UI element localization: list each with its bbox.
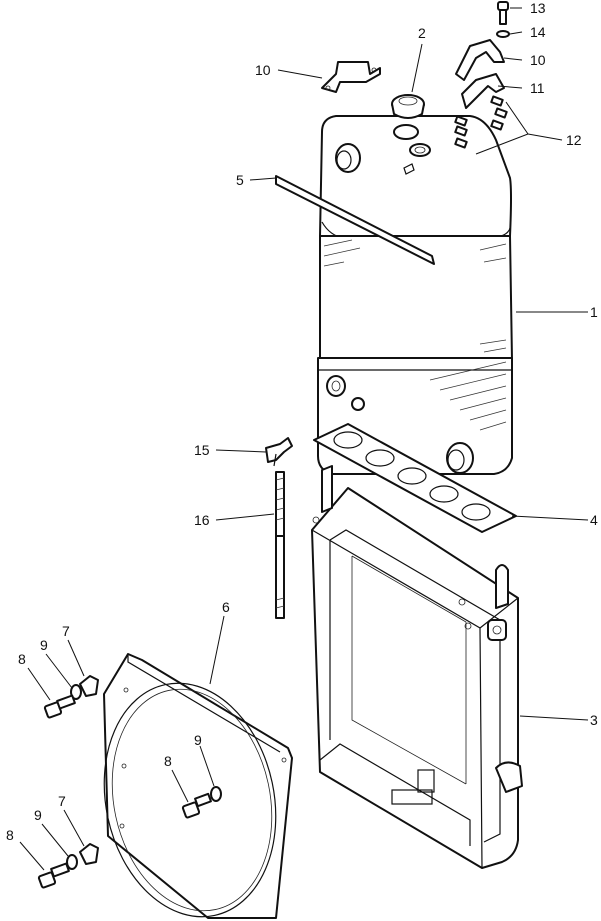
shroud-frame	[311, 465, 523, 869]
leader-lines	[19, 7, 589, 871]
washer-9-middle	[210, 786, 222, 802]
callout-labels: 13 14 10 10 2 11 12 5 1 15 16 4 3 6 7 9 …	[6, 0, 598, 843]
stay-rod	[275, 175, 435, 265]
callout-1: 1	[590, 304, 598, 320]
radiator-cap	[391, 94, 425, 119]
callout-14: 14	[530, 24, 546, 40]
callout-2: 2	[418, 25, 426, 41]
callout-4: 4	[590, 512, 598, 528]
radiator-core	[317, 115, 513, 475]
drain-hose-16	[275, 471, 285, 619]
bolt-8-upper	[43, 694, 76, 719]
clamp-7-upper	[79, 675, 99, 697]
callout-13: 13	[530, 0, 546, 16]
callout-8-middle: 8	[164, 753, 172, 769]
washer-9-lower	[66, 854, 78, 870]
bolt-13	[497, 1, 509, 25]
callout-6: 6	[222, 599, 230, 615]
bolt-8-lower	[37, 862, 70, 889]
washer-14	[496, 30, 510, 38]
bracket-right-upper	[455, 39, 505, 81]
bracket-left	[321, 61, 381, 93]
callout-9-upper: 9	[40, 637, 48, 653]
bolt-8-middle	[181, 792, 212, 819]
callout-7-upper: 7	[62, 623, 70, 639]
callout-8-upper: 8	[18, 651, 26, 667]
callout-9-lower: 9	[34, 807, 42, 823]
drain-cock-15	[265, 437, 293, 467]
fan-shroud	[103, 653, 293, 919]
bracket-right-lower	[461, 73, 505, 109]
callout-10-left: 10	[255, 62, 271, 78]
callout-7-lower: 7	[58, 793, 66, 809]
callout-16: 16	[194, 512, 210, 528]
callout-15: 15	[194, 442, 210, 458]
clips-12	[454, 95, 508, 149]
callout-12: 12	[566, 132, 582, 148]
washer-9-upper	[70, 684, 82, 700]
callout-8-lower: 8	[6, 827, 14, 843]
callout-9-middle: 9	[194, 732, 202, 748]
clamp-7-lower	[79, 843, 99, 865]
callout-5: 5	[236, 172, 244, 188]
callout-11: 11	[530, 80, 545, 96]
callout-3: 3	[590, 712, 598, 728]
callout-10-right: 10	[530, 52, 546, 68]
